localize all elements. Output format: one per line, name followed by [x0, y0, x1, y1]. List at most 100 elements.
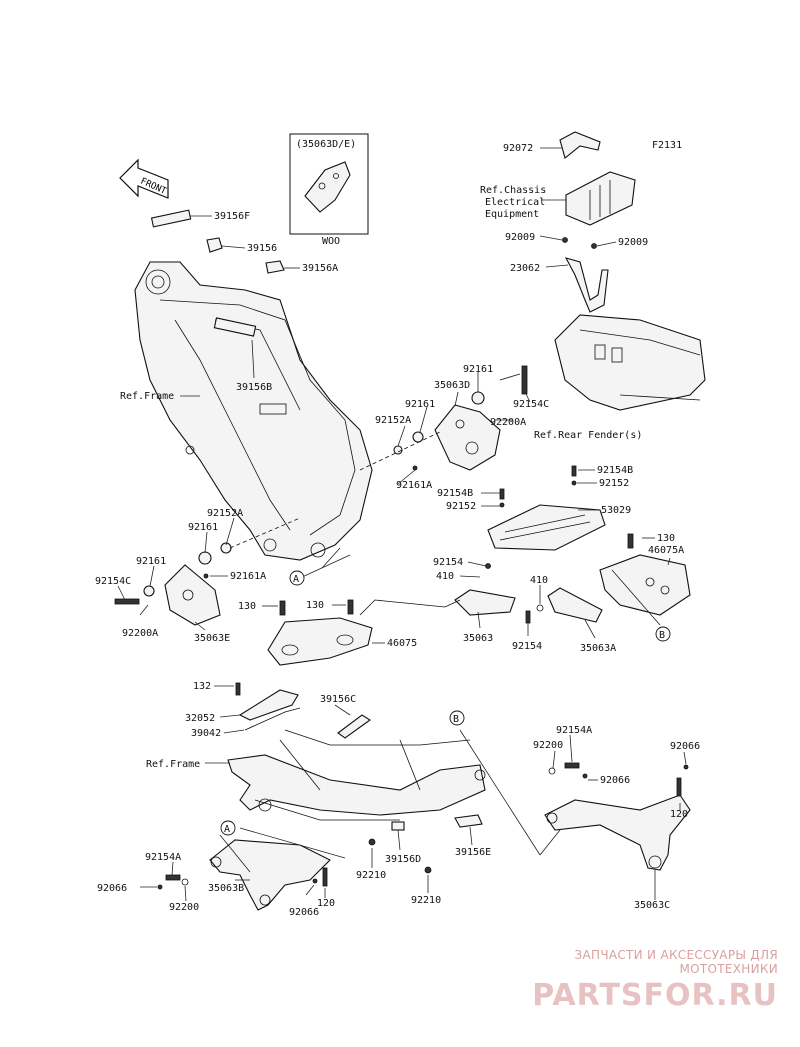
callout-92152A-right: 92152A — [375, 415, 411, 426]
callout-35063E: 35063E — [194, 633, 230, 644]
bushing-92161-mid — [412, 431, 424, 443]
callout-120-bottom: 120 — [317, 898, 335, 909]
watermark-tagline: ЗАПЧАСТИ И АКСЕССУАРЫ ДЛЯ МОТОТЕХНИКИ — [574, 948, 778, 976]
marker-b1: B — [655, 626, 671, 642]
callout-92161-mid: 92161 — [405, 399, 435, 410]
bolt-132 — [235, 682, 241, 696]
marker-a1: A — [289, 570, 305, 586]
nut-92066-right1 — [582, 773, 588, 779]
callout-39156E: 39156E — [455, 847, 491, 858]
footpeg-35063A — [547, 587, 603, 623]
callout-32052: 32052 — [185, 713, 215, 724]
bracket-35063E — [164, 564, 221, 626]
bolt-92154C-left — [114, 598, 140, 605]
callout-92009-left: 92009 — [505, 232, 535, 243]
callout-39156: 39156 — [247, 243, 277, 254]
callout-46075A: 46075A — [648, 545, 684, 556]
screw-92154 — [485, 563, 491, 569]
callout-92009-right: 92009 — [618, 237, 648, 248]
svg-text:A: A — [224, 824, 230, 835]
footpeg-35063 — [454, 589, 516, 616]
nut-92066-right2 — [683, 764, 689, 770]
washer-92200-left — [181, 878, 189, 886]
callout-35063: 35063 — [463, 633, 493, 644]
washer-92152-2 — [499, 502, 505, 508]
leader-lines — [117, 147, 687, 902]
main-frame — [134, 261, 373, 561]
rear-subframe — [227, 729, 486, 821]
diagram-code: F2131 — [652, 140, 682, 151]
watermark-logo: PARTSFOR.RU — [532, 978, 778, 1013]
inset-caption: WOO — [322, 236, 340, 247]
callout-92210-b: 92210 — [411, 895, 441, 906]
pad-39156E — [454, 814, 483, 828]
nut-92161A-left — [203, 573, 209, 579]
callout-92152A-left: 92152A — [207, 508, 243, 519]
part-39156A — [265, 260, 285, 274]
callout-92152-1: 92152 — [599, 478, 629, 489]
callout-92161-left2: 92161 — [136, 556, 166, 567]
rear-fender — [554, 314, 706, 411]
screw-92154-b — [525, 610, 531, 624]
svg-text:A: A — [293, 574, 299, 585]
callout-92154C-left: 92154C — [95, 576, 131, 587]
guard-46075 — [267, 617, 373, 666]
callout-39156A: 39156A — [302, 263, 338, 274]
bushing-92161-left2 — [143, 585, 155, 597]
callout-92154-b: 92154 — [512, 641, 542, 652]
callout-92066-right1: 92066 — [600, 775, 630, 786]
bolt-92154C-right — [521, 365, 528, 395]
callout-410-left: 410 — [436, 571, 454, 582]
callout-92161-left: 92161 — [188, 522, 218, 533]
callout-132: 132 — [193, 681, 211, 692]
callout-39156B: 39156B — [236, 382, 272, 393]
callout-92072: 92072 — [503, 143, 533, 154]
callout-39156C: 39156C — [320, 694, 356, 705]
callout-92152-2: 92152 — [446, 501, 476, 512]
washer-410-right — [536, 604, 544, 612]
bracket-32052 — [238, 689, 299, 721]
bracket-92072 — [559, 131, 601, 159]
callout-92066-bottom: 92066 — [289, 907, 319, 918]
callout-92066-right2: 92066 — [670, 741, 700, 752]
screw-92154B-2 — [499, 488, 505, 500]
callout-35063A: 35063A — [580, 643, 616, 654]
part-39156F — [150, 209, 192, 228]
ref-chassis-3: Equipment — [485, 209, 539, 220]
callout-130-a: 130 — [238, 601, 256, 612]
bolt-120-left — [322, 867, 328, 887]
ref-frame-1: Ref.Frame — [120, 391, 174, 402]
nut-92066-bottom — [312, 878, 318, 884]
ecu-box — [565, 171, 636, 226]
callout-92200-right: 92200 — [533, 740, 563, 751]
nut-92066-left — [157, 884, 163, 890]
callout-410-right: 410 — [530, 575, 548, 586]
callout-120-right: 120 — [670, 809, 688, 820]
collar-92152A-right — [393, 445, 403, 455]
callout-92210-a: 92210 — [356, 870, 386, 881]
ref-chassis-2: Electrical — [485, 197, 545, 208]
nut-92210-b — [424, 866, 432, 874]
callout-35063D: 35063D — [434, 380, 470, 391]
bushing-92161-left — [198, 551, 212, 565]
callout-92154A-left: 92154A — [145, 852, 181, 863]
step-plate-53029 — [487, 504, 606, 551]
bracket-35063C — [544, 794, 691, 871]
callout-92161A-right: 92161A — [396, 480, 432, 491]
svg-text:B: B — [659, 630, 665, 641]
pad-39156C — [337, 714, 371, 739]
bolt-92154A-left — [165, 874, 181, 881]
inset-title: (35063D/E) — [296, 139, 356, 150]
bolt-120-right — [676, 777, 682, 797]
callout-53029: 53029 — [601, 505, 631, 516]
inset-box: (35063D/E) WOO — [289, 133, 369, 247]
bolt-92154A-right — [564, 762, 580, 769]
ref-chassis-1: Ref.Chassis — [480, 185, 546, 196]
bolt-130-right — [627, 533, 634, 549]
screw-92154B-1 — [571, 465, 577, 477]
callout-130-right: 130 — [657, 533, 675, 544]
callout-92154A-right: 92154A — [556, 725, 592, 736]
cable-39042 — [244, 707, 301, 731]
marker-b2: B — [449, 710, 465, 726]
